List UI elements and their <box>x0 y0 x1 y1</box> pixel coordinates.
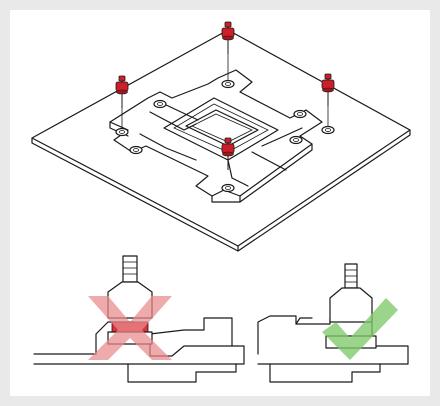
mount-hole-left <box>115 127 129 137</box>
mount-hole-right <box>321 125 335 135</box>
mount-hole-inner-2 <box>293 109 307 119</box>
mount-hole-top <box>221 79 235 89</box>
mount-hole-inner-3 <box>289 135 303 145</box>
motherboard-assembly <box>31 21 411 252</box>
mount-hole-inner-4 <box>129 145 143 155</box>
cross-icon <box>88 296 172 360</box>
mount-hole-inner-1 <box>153 99 167 109</box>
correct-install-detail <box>257 263 409 383</box>
mount-hole-bottom <box>221 183 235 193</box>
incorrect-install-detail <box>33 255 245 383</box>
check-icon <box>322 298 398 360</box>
